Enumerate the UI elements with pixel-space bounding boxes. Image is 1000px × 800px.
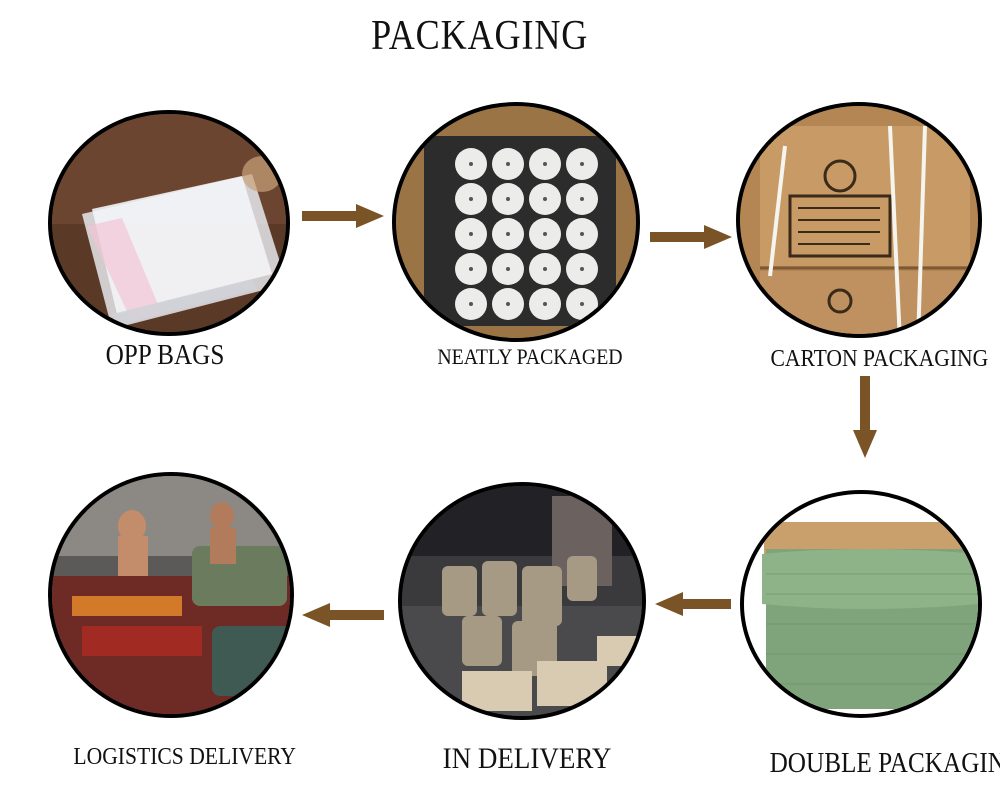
arrow-right-icon bbox=[650, 225, 732, 249]
in-delivery-photo bbox=[398, 482, 646, 720]
arrow-down-icon bbox=[853, 376, 877, 458]
step-label-logistics-delivery: LOGISTICS DELIVERY bbox=[73, 744, 296, 770]
arrow-right-icon bbox=[302, 204, 384, 228]
arrow-left-icon bbox=[655, 592, 731, 616]
logistics-delivery-photo bbox=[48, 472, 294, 718]
step-label-double-packaging: DOUBLE PACKAGING bbox=[769, 748, 1000, 779]
step-label-neatly-packaged: NEATLY PACKAGED bbox=[437, 344, 623, 369]
opp-bags-photo bbox=[48, 110, 290, 336]
step-label-in-delivery: IN DELIVERY bbox=[442, 742, 612, 775]
arrow-left-icon bbox=[302, 603, 384, 627]
step-label-opp-bags: OPP BAGS bbox=[105, 340, 225, 371]
carton-packaging-photo bbox=[736, 102, 982, 338]
page-title: PACKAGING bbox=[371, 13, 589, 59]
step-label-carton-packaging: CARTON PACKAGING bbox=[770, 346, 989, 372]
neatly-packaged-photo bbox=[392, 102, 640, 342]
double-packaging-photo bbox=[740, 490, 982, 718]
